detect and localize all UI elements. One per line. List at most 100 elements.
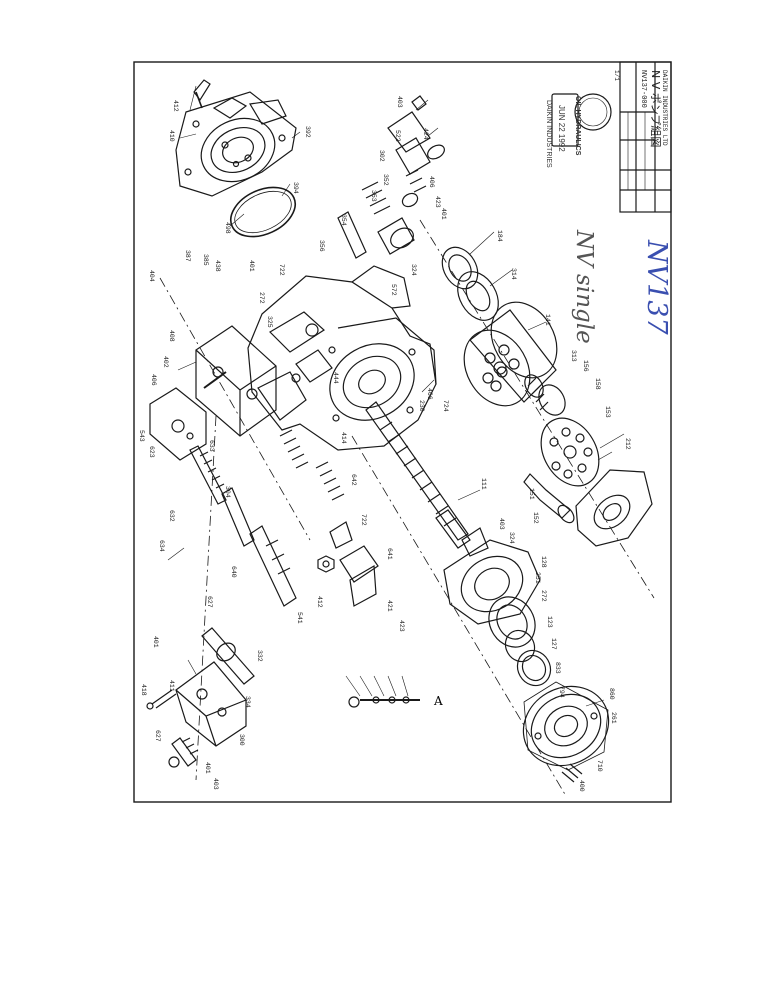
svg-text:401: 401 <box>248 260 255 272</box>
svg-text:141: 141 <box>544 314 551 326</box>
bearing-housing-151 <box>443 527 541 625</box>
svg-text:403: 403 <box>396 96 403 108</box>
cylinder-block-141 <box>463 301 558 407</box>
svg-text:418: 418 <box>140 684 147 696</box>
svg-text:498: 498 <box>224 222 231 234</box>
svg-text:300: 300 <box>238 734 245 746</box>
svg-text:411: 411 <box>168 680 175 692</box>
svg-text:794: 794 <box>558 686 565 698</box>
relief-valve-stack <box>337 95 431 259</box>
svg-text:403: 403 <box>212 778 219 790</box>
svg-text:304: 304 <box>224 486 231 498</box>
plug-block-641 <box>329 521 379 607</box>
svg-text:403: 403 <box>498 518 505 530</box>
handwritten-model-note: NV137 <box>641 240 672 335</box>
svg-text:212: 212 <box>624 438 631 450</box>
spring-and-seat-630 <box>279 429 345 501</box>
drawing-frame <box>133 61 672 803</box>
stamp-approval-subtext: OIL HYDRAULICS <box>574 96 581 156</box>
svg-text:444: 444 <box>332 372 339 384</box>
svg-text:412: 412 <box>172 100 179 112</box>
svg-text:466: 466 <box>426 388 433 400</box>
svg-text:127: 127 <box>550 638 557 650</box>
svg-text:352: 352 <box>382 174 389 186</box>
svg-text:356: 356 <box>318 240 325 252</box>
svg-text:324: 324 <box>508 532 515 544</box>
svg-text:230: 230 <box>418 400 425 412</box>
callout-leaders <box>167 85 625 707</box>
svg-text:261: 261 <box>610 712 617 724</box>
svg-text:543: 543 <box>138 430 145 442</box>
svg-text:387: 387 <box>184 250 191 262</box>
svg-text:272: 272 <box>540 590 547 602</box>
stamp-date: JUN 22 1992 <box>557 105 566 152</box>
svg-text:640: 640 <box>230 566 237 578</box>
svg-text:314: 314 <box>510 268 517 280</box>
ball-guide-151 <box>523 473 575 524</box>
svg-text:633: 633 <box>208 440 215 452</box>
svg-text:541: 541 <box>296 612 303 624</box>
svg-text:313: 313 <box>570 350 577 362</box>
svg-text:123: 123 <box>546 616 553 628</box>
svg-text:128: 128 <box>540 556 547 568</box>
title-block-company: DAIKIN INDUSTRIES LTD <box>661 70 668 146</box>
svg-text:401: 401 <box>152 636 159 648</box>
spool-623 <box>189 445 227 505</box>
svg-text:522: 522 <box>394 130 401 142</box>
svg-text:722: 722 <box>278 264 285 276</box>
svg-text:412: 412 <box>316 596 323 608</box>
svg-text:406: 406 <box>150 374 157 386</box>
svg-text:156: 156 <box>582 360 589 372</box>
svg-text:401: 401 <box>204 762 211 774</box>
svg-text:151: 151 <box>528 488 535 500</box>
svg-text:408: 408 <box>168 330 175 342</box>
o-ring-large-394 <box>230 186 296 238</box>
svg-text:324: 324 <box>410 264 417 276</box>
front-cover-flange <box>522 681 610 771</box>
svg-text:424: 424 <box>422 128 429 140</box>
title-block-sheet: 1/1 <box>613 70 620 81</box>
stamp-approval-text: DAIKIN INDUSTRIES <box>545 100 552 168</box>
title-block-drawing-number: NV137-000 <box>639 70 647 108</box>
svg-text:354: 354 <box>340 214 347 226</box>
svg-text:334: 334 <box>244 696 251 708</box>
svg-text:402: 402 <box>162 356 169 368</box>
svg-text:623: 623 <box>148 446 155 458</box>
svg-text:394: 394 <box>292 182 299 194</box>
end-cover-housing <box>175 79 297 197</box>
part-number-labels: 412 410 392 394 498 404 387 385 438 401 … <box>138 96 631 792</box>
control-block-409 <box>195 325 277 437</box>
svg-text:272: 272 <box>258 292 265 304</box>
svg-text:724: 724 <box>442 400 449 412</box>
svg-text:385: 385 <box>202 254 209 266</box>
svg-text:302: 302 <box>378 150 385 162</box>
svg-text:634: 634 <box>158 540 165 552</box>
view-label-a: A <box>434 694 443 708</box>
svg-text:833: 833 <box>554 662 561 674</box>
svg-text:642: 642 <box>350 474 357 486</box>
svg-text:158: 158 <box>594 378 601 390</box>
swash-plate-312 <box>575 469 653 547</box>
hex-nut-406 <box>317 555 335 573</box>
cap-plug-391 <box>390 144 445 249</box>
valve-body-543 <box>149 387 207 461</box>
approval-stamp <box>551 93 612 147</box>
bolt-418 <box>146 689 177 710</box>
svg-text:153: 153 <box>604 406 611 418</box>
svg-text:404: 404 <box>148 270 155 282</box>
svg-text:184: 184 <box>496 230 503 242</box>
servo-piston-640 <box>221 487 297 607</box>
svg-text:401: 401 <box>440 208 447 220</box>
svg-text:406: 406 <box>428 176 435 188</box>
svg-text:572: 572 <box>390 284 397 296</box>
svg-text:641: 641 <box>386 548 393 560</box>
handwritten-type-note: NV single <box>571 230 597 344</box>
svg-text:111: 111 <box>480 478 487 490</box>
retainer-plate-153 <box>540 417 600 487</box>
adjust-spool-332 <box>201 627 255 685</box>
svg-text:722: 722 <box>360 514 367 526</box>
svg-text:438: 438 <box>214 260 221 272</box>
bearing-ring-set <box>488 596 552 687</box>
svg-text:414: 414 <box>340 432 347 444</box>
